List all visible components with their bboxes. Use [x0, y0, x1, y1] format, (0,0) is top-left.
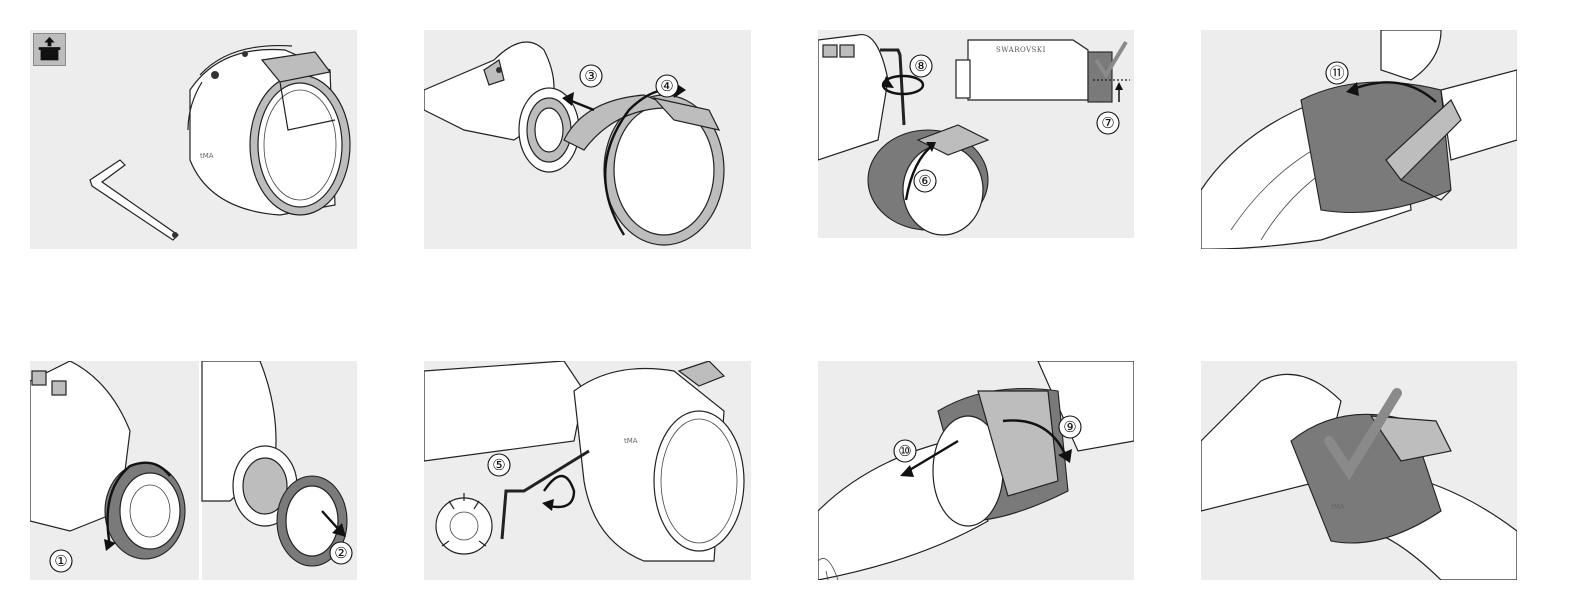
- panel-step-5: tMA ⑤: [424, 361, 751, 580]
- adapter-marking: tMA: [200, 152, 214, 160]
- attached-result-illustration: tMA: [1201, 373, 1517, 580]
- panel-step-9-10: ⑨ ⑩: [818, 361, 1134, 580]
- step-10-label: ⑩: [898, 442, 911, 460]
- loosen-screw-illustration: tMA ⑤: [424, 361, 745, 562]
- step-3-label: ③: [584, 67, 597, 85]
- panel-step-11: ⑪: [1201, 30, 1517, 249]
- step-7-label: ⑦: [1101, 114, 1114, 132]
- panel-step-6-7-8: ⑧ ⑥ SWAROVSKI ⑦: [818, 30, 1134, 249]
- step-5-label: ⑤: [492, 456, 505, 474]
- panel-contents: tMA: [30, 30, 357, 249]
- adapter-marking-2: tMA: [624, 437, 638, 445]
- panel-step-3-4: ③ ④: [424, 30, 751, 249]
- adapter-illustration: tMA: [89, 44, 351, 241]
- remove-eyecup-illustration: ① ②: [30, 361, 353, 580]
- panel-step-1-2: ① ②: [30, 361, 357, 580]
- attach-to-scope-illustration: ⑨ ⑩: [818, 361, 1134, 580]
- brand-label: SWAROVSKI: [996, 46, 1046, 54]
- step-11-label: ⑪: [1329, 64, 1344, 82]
- step-9-label: ⑨: [1063, 418, 1076, 436]
- step-4-label: ④: [660, 77, 673, 95]
- step-6-label: ⑥: [918, 172, 931, 190]
- step-1-label: ①: [54, 552, 67, 570]
- unpack-box-icon: [33, 33, 66, 66]
- step-8-label: ⑧: [914, 57, 927, 75]
- checkmark-icon: [1094, 40, 1128, 79]
- tighten-adapter-illustration: ⑧ ⑥ SWAROVSKI ⑦: [818, 33, 1134, 249]
- panel-final-check: tMA: [1201, 361, 1517, 580]
- mount-adapter-illustration: ③ ④: [424, 41, 725, 246]
- close-clamp-illustration: ⑪: [1201, 30, 1517, 249]
- checkmark-icon-final: [1324, 388, 1402, 481]
- step-2-label: ②: [334, 544, 347, 562]
- adapter-marking-3: tMA: [1331, 503, 1345, 511]
